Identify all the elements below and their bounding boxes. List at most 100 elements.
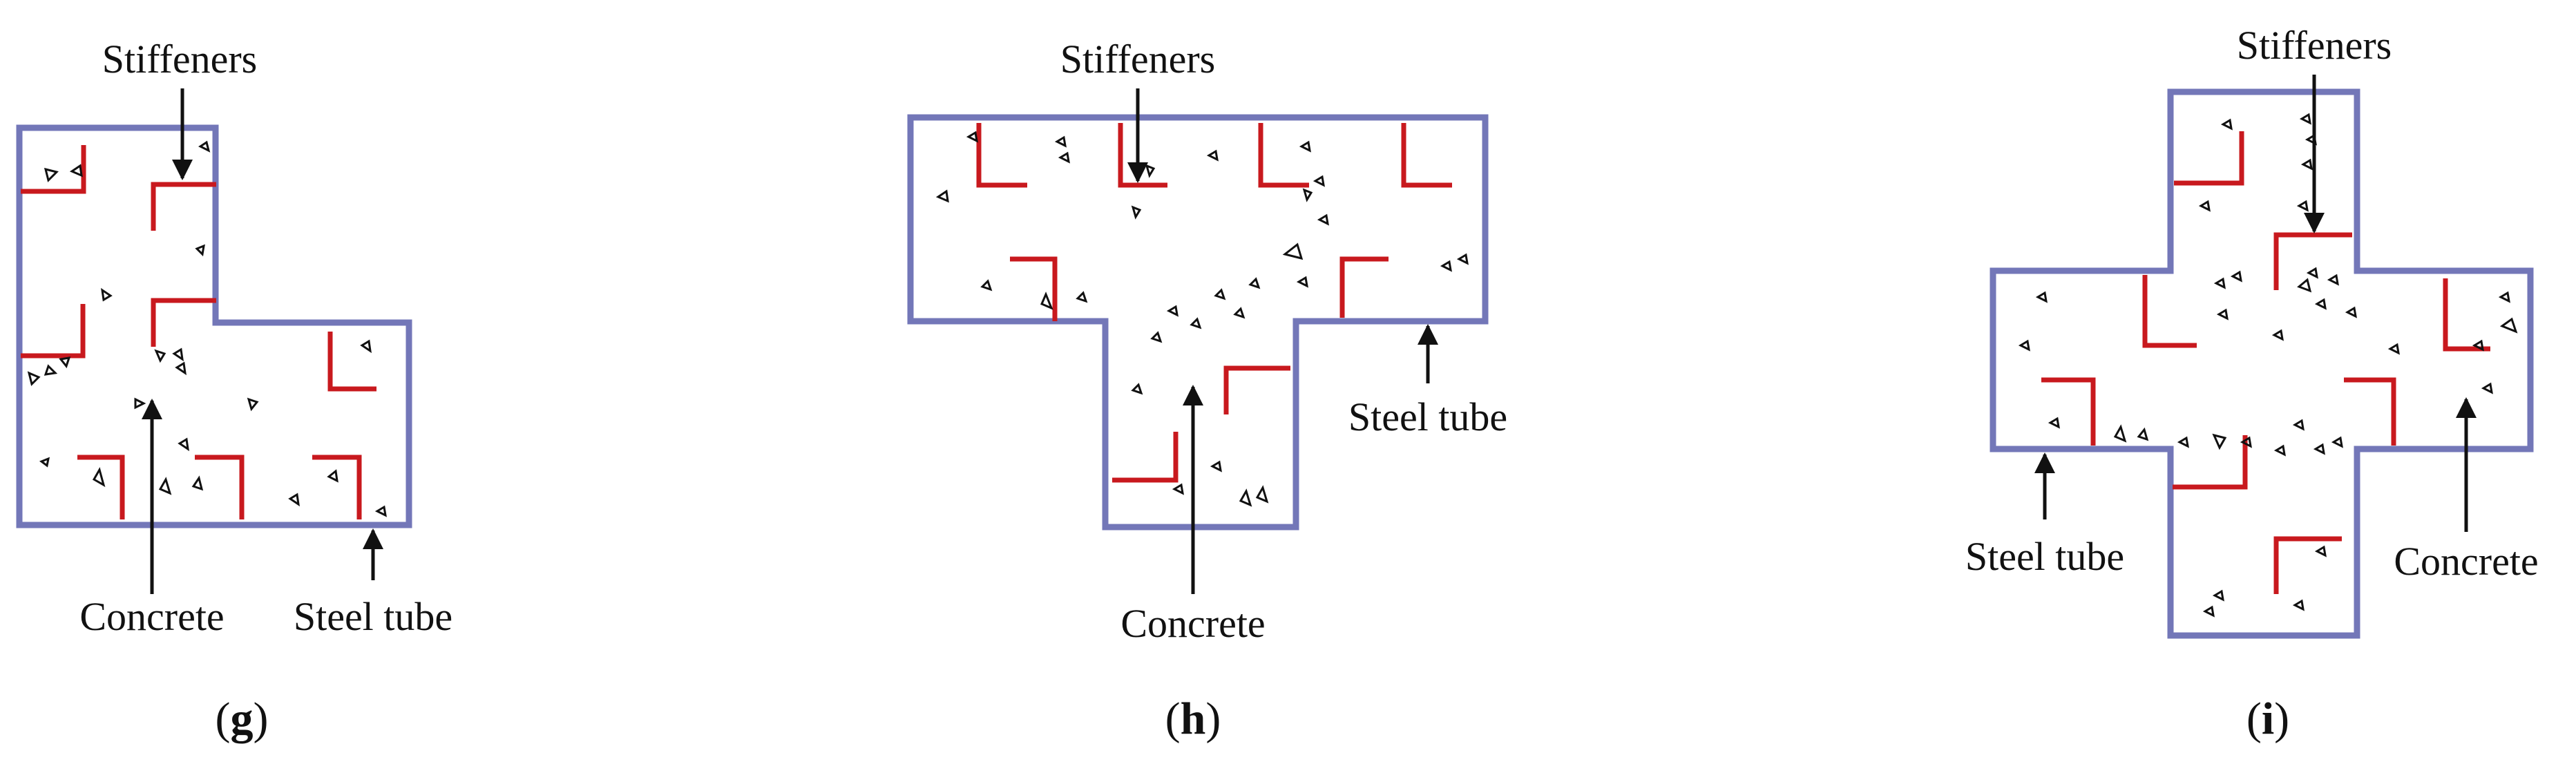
stiffener xyxy=(1339,256,1389,318)
aggregate xyxy=(1131,205,1142,220)
panel-caption: (g) xyxy=(216,694,269,744)
aggregate xyxy=(2499,317,2518,334)
panel-g: Stiffeners Concrete Steel tube (g) xyxy=(16,37,452,744)
aggregate xyxy=(1210,460,1222,472)
stiffener xyxy=(312,455,362,519)
aggregate xyxy=(247,397,259,412)
stiffener xyxy=(1258,123,1309,188)
stiffener xyxy=(2174,131,2244,186)
aggregate xyxy=(1239,488,1252,507)
aggregate xyxy=(2299,113,2311,125)
stiffener xyxy=(1401,123,1452,188)
aggregate xyxy=(1296,276,1308,288)
aggregate xyxy=(191,475,204,491)
label-concrete: Concrete xyxy=(79,594,224,639)
aggregate xyxy=(374,505,387,517)
aggregate xyxy=(1313,175,1325,187)
aggregate xyxy=(1058,151,1070,164)
aggregate xyxy=(288,493,300,507)
aggregate xyxy=(1299,140,1311,153)
aggregate xyxy=(2177,436,2189,448)
label-steel-tube: Steel tube xyxy=(1348,394,1507,439)
aggregate xyxy=(1255,485,1269,504)
aggregate xyxy=(2212,433,2227,450)
stiffener xyxy=(1118,123,1167,188)
aggregate xyxy=(44,364,58,376)
aggregate xyxy=(2300,158,2313,171)
aggregate xyxy=(2327,274,2339,286)
stiffener xyxy=(21,145,86,194)
stiffener xyxy=(151,182,216,231)
stiffener xyxy=(1223,365,1290,414)
aggregate xyxy=(2498,291,2510,303)
stiffeners-g xyxy=(21,145,376,519)
concrete-aggregates-g xyxy=(27,140,387,517)
aggregate xyxy=(2306,267,2318,279)
label-stiffeners: Stiffeners xyxy=(2237,23,2392,68)
aggregate xyxy=(935,189,949,203)
aggregate xyxy=(2481,382,2493,394)
aggregate xyxy=(92,467,106,488)
aggregate xyxy=(154,349,166,363)
aggregate xyxy=(2198,200,2211,212)
stiffener xyxy=(77,455,125,519)
aggregate xyxy=(172,347,184,362)
stiffener xyxy=(2142,275,2197,348)
concrete-aggregates-h xyxy=(935,131,1469,507)
aggregate xyxy=(1302,188,1313,202)
stiffener xyxy=(2344,377,2396,446)
aggregate xyxy=(59,356,71,369)
aggregate xyxy=(39,457,50,468)
aggregate xyxy=(1248,277,1261,289)
stiffener xyxy=(1112,432,1179,483)
steel-tube-outline-l-shape xyxy=(16,124,412,528)
label-stiffeners: Stiffeners xyxy=(1060,37,1215,82)
aggregate xyxy=(2331,436,2343,448)
stiffener xyxy=(21,304,86,359)
stiffener xyxy=(2443,278,2490,352)
panel-h: Stiffeners Concrete Steel tube (h) xyxy=(907,37,1507,744)
stiffener xyxy=(2273,232,2352,290)
aggregate xyxy=(327,469,338,483)
aggregate xyxy=(2212,589,2224,602)
label-concrete: Concrete xyxy=(1120,601,1265,646)
steel-tube-outline-cross-shape xyxy=(1990,88,2534,639)
aggregate xyxy=(1150,331,1163,343)
aggregate xyxy=(27,371,41,386)
concrete-aggregates-i xyxy=(2018,113,2518,618)
aggregate xyxy=(44,167,59,182)
aggregate xyxy=(2292,599,2305,611)
aggregate xyxy=(1076,291,1088,303)
aggregate xyxy=(2271,329,2284,341)
aggregate xyxy=(1172,483,1184,495)
aggregate xyxy=(158,477,172,495)
aggregate xyxy=(198,140,211,153)
stiffeners-i xyxy=(2041,131,2490,594)
label-steel-tube: Steel tube xyxy=(294,594,452,639)
aggregate xyxy=(966,131,978,143)
stiffener xyxy=(2273,536,2342,594)
aggregate xyxy=(2048,417,2060,429)
aggregate xyxy=(69,164,83,178)
aggregate xyxy=(1233,307,1246,319)
aggregate xyxy=(2216,308,2229,321)
aggregate xyxy=(2314,298,2327,310)
stiffener xyxy=(1010,256,1058,321)
aggregate xyxy=(2273,444,2286,457)
aggregate xyxy=(2292,419,2305,431)
panel-caption: (i) xyxy=(2246,694,2289,744)
aggregate xyxy=(2387,343,2400,355)
aggregate xyxy=(101,287,113,302)
aggregate xyxy=(980,279,993,292)
aggregate xyxy=(2296,200,2309,212)
stiffener xyxy=(195,455,245,519)
aggregate xyxy=(2018,339,2030,352)
panel-i: Stiffeners Steel tube Concrete (i) xyxy=(1965,23,2539,744)
aggregate xyxy=(178,437,189,452)
aggregate xyxy=(1166,305,1179,317)
caption-letter: h xyxy=(1181,694,1206,744)
stiffener xyxy=(327,332,376,392)
aggregate xyxy=(2240,436,2252,448)
